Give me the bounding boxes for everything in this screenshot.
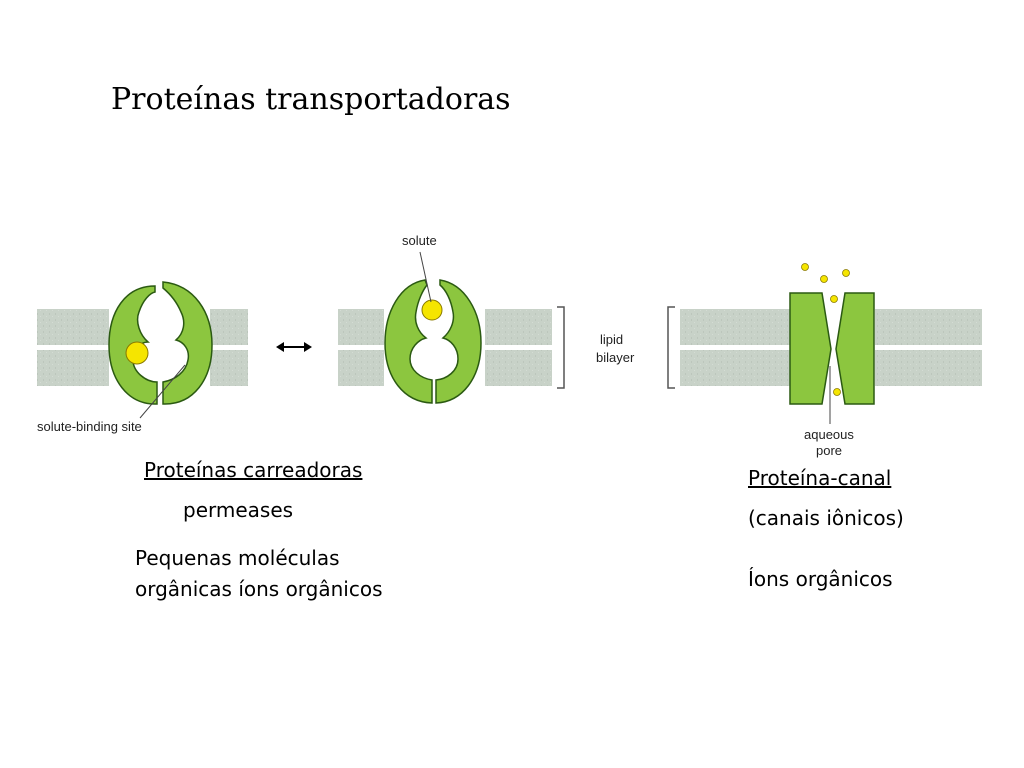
solute-label: solute bbox=[402, 233, 437, 248]
channel-description: Íons orgânicos bbox=[748, 567, 893, 591]
lipid-label: lipid bbox=[600, 332, 623, 347]
carrier-description-line-1: Pequenas moléculas bbox=[135, 546, 340, 570]
carrier-protein-2 bbox=[384, 279, 482, 404]
membrane-left-1 bbox=[37, 309, 109, 386]
channel-heading: Proteína-canal bbox=[748, 466, 892, 490]
solute-pointer bbox=[419, 251, 432, 303]
pore-label: pore bbox=[816, 443, 842, 458]
page-title: Proteínas transportadoras bbox=[111, 82, 511, 117]
binding-site-label: solute-binding site bbox=[37, 419, 142, 434]
carrier-description: Pequenas moléculas orgânicas íons orgâni… bbox=[135, 543, 383, 605]
membrane-right-1 bbox=[210, 309, 248, 386]
membrane-right-3 bbox=[875, 309, 982, 386]
bracket-icon bbox=[667, 306, 675, 389]
carrier-description-line-2: orgânicas íons orgânicos bbox=[135, 577, 383, 601]
bracket-icon bbox=[557, 306, 565, 389]
binding-site-pointer bbox=[139, 364, 186, 419]
channel-subtitle: (canais iônicos) bbox=[748, 506, 904, 530]
membrane-left-3 bbox=[680, 309, 790, 386]
ions bbox=[801, 263, 850, 396]
bilayer-label: bilayer bbox=[596, 350, 635, 365]
carrier-heading: Proteínas carreadoras bbox=[144, 458, 363, 482]
channel-protein bbox=[789, 292, 875, 405]
membrane-left-2 bbox=[338, 309, 384, 386]
aqueous-label: aqueous bbox=[804, 427, 854, 442]
membrane-right-2 bbox=[485, 309, 552, 386]
carrier-protein-1 bbox=[108, 281, 213, 405]
double-arrow-icon bbox=[276, 342, 312, 352]
carrier-subtitle: permeases bbox=[183, 498, 294, 522]
